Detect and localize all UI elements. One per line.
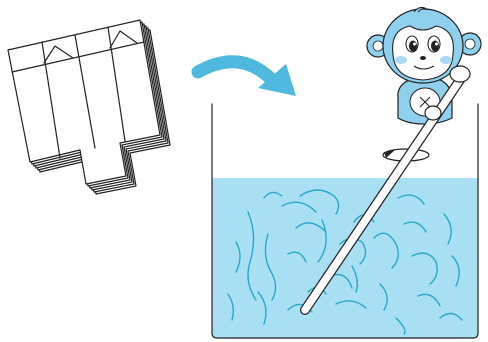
curved-arrow-icon — [191, 55, 296, 96]
monkey-mascot-icon — [366, 6, 482, 125]
monkey-hands — [424, 65, 471, 121]
carton-front-sheet — [7, 19, 161, 185]
paper-fibers — [227, 189, 463, 335]
carton-stack-icon — [7, 19, 171, 195]
